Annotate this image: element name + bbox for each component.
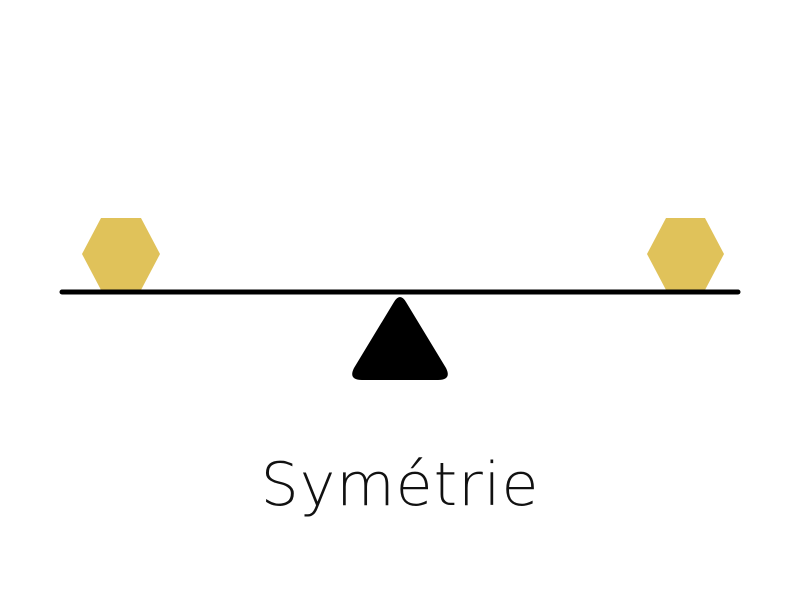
left-weight-hexagon bbox=[82, 218, 160, 290]
diagram-caption: Symétrie bbox=[260, 450, 540, 520]
fulcrum-triangle bbox=[352, 297, 448, 380]
right-weight-hexagon bbox=[647, 218, 724, 290]
